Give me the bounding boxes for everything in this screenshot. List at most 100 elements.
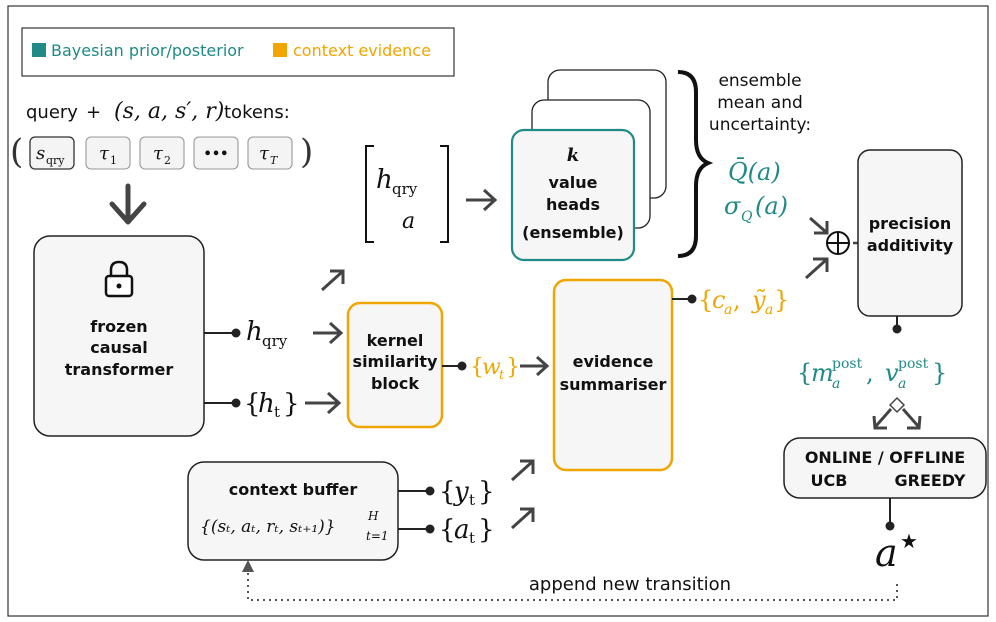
c-y-c-sub: a: [724, 302, 732, 318]
w-t-close: }: [506, 355, 520, 380]
decision-out-dot: [885, 521, 895, 531]
evidence-line-1: evidence: [573, 352, 654, 371]
tuple-text: (s, a, s′, r): [114, 99, 224, 124]
c-y-c: c: [712, 286, 725, 314]
buffer-sup: H: [367, 509, 379, 523]
token-ellipsis: [193, 136, 239, 170]
posterior-comma: ,: [866, 359, 874, 387]
buffer-formula: {(sₜ, aₜ, rₜ, sₜ₊₁)}: [200, 517, 336, 537]
kernel-line-1: kernel: [367, 331, 424, 350]
sigma-q-rest: (a): [755, 192, 788, 220]
h-qry-sub: qry: [262, 332, 288, 350]
h-t-sub: t: [274, 403, 280, 421]
h-qry-to-vector-arrow: [320, 269, 345, 292]
token-close-paren: ): [300, 132, 313, 172]
a-t-sub: t: [469, 529, 475, 547]
posterior-label: { m a post , v a post }: [797, 356, 947, 392]
c-y-dot: [687, 294, 697, 304]
token-tau-T: [247, 136, 293, 170]
vector-right-bracket: [440, 145, 449, 243]
c-y-comma: ,: [733, 286, 741, 314]
input-header: query + (s, a, s′, r) tokens:: [26, 99, 290, 124]
ensemble-brace: [677, 70, 714, 258]
legend: Bayesian prior/posterior context evidenc…: [21, 27, 455, 77]
buffer-title: context buffer: [229, 480, 358, 499]
tokens-word: tokens:: [224, 102, 290, 123]
token-row: ( s qry τ 1 τ 2 ••• τ T ): [10, 132, 313, 172]
precision-box: [857, 149, 963, 317]
append-loop-arrowhead: [242, 560, 254, 572]
token-tau-2-base: τ: [153, 143, 164, 164]
kernel-block: kernel similarity block: [346, 301, 444, 429]
posterior-v: v: [885, 359, 899, 387]
token-tau-1-base: τ: [99, 143, 110, 164]
kernel-line-2: similarity: [353, 352, 438, 371]
h-qry-to-kernel-arrow: [313, 321, 344, 345]
token-tau-2: [139, 136, 185, 170]
token-tau-2-sub: 2: [164, 154, 171, 167]
precision-block: precision additivity: [857, 149, 963, 317]
a-star-sup: ★: [900, 529, 918, 553]
heads-line-1: value: [549, 173, 598, 192]
token-tau-T-sub: T: [270, 154, 279, 167]
legend-context-swatch: [273, 43, 287, 57]
c-y-y: ỹ: [751, 286, 766, 314]
append-loop-line: [247, 566, 898, 601]
evidence-block: evidence summariser: [552, 278, 674, 472]
legend-prior-swatch: [32, 43, 46, 57]
input-vector: h qry a: [365, 145, 449, 243]
vector-h-sub: qry: [392, 180, 418, 198]
posterior-v-sup: post: [898, 356, 929, 372]
ensemble-note-line-2: mean and: [717, 93, 803, 113]
w-t-to-evidence-arrow: [520, 355, 550, 377]
buffer-sub: t=1: [366, 529, 389, 543]
vector-to-heads-arrow: [466, 188, 498, 212]
posterior-v-sub: a: [898, 376, 906, 392]
precision-out-dot: [892, 324, 902, 334]
evidence-to-oplus-arrow: [804, 257, 829, 280]
w-t-dot: [457, 361, 467, 371]
token-tau-1: [85, 136, 131, 170]
decision-line-1: ONLINE / OFFLINE: [805, 448, 965, 467]
decision-box: [783, 437, 987, 499]
posterior-open: {: [797, 359, 812, 387]
sigma-q-sub: Q: [741, 209, 753, 225]
y-t-close: }: [478, 477, 495, 507]
h-t-close: }: [283, 389, 300, 419]
heads-line-2: heads: [546, 195, 600, 214]
context-buffer-block: context buffer {(sₜ, aₜ, rₜ, sₜ₊₁)} H t=…: [187, 461, 399, 561]
value-heads: k value heads (ensemble): [510, 69, 667, 262]
y-t-sub: t: [469, 491, 475, 509]
plus-sign: +: [86, 102, 101, 123]
c-y-open: {: [698, 286, 713, 314]
a-star-base: a: [875, 531, 898, 575]
transformer-line-2: causal: [90, 338, 147, 357]
transformer-line-1: frozen: [90, 317, 147, 336]
token-s-qry: [29, 136, 75, 170]
append-label: append new transition: [529, 574, 731, 595]
decision-offline-sub: GREEDY: [894, 471, 965, 490]
decision-online-sub: UCB: [811, 471, 848, 490]
w-t-base: w: [482, 355, 501, 380]
ensemble-note-line-1: ensemble: [718, 71, 801, 91]
precision-line-2: additivity: [867, 236, 954, 255]
h-qry-dot: [231, 328, 241, 338]
posterior-m-sup: post: [832, 356, 863, 372]
oplus-symbol: ⊕: [826, 231, 850, 255]
posterior-m-sub: a: [832, 376, 840, 392]
h-t-dot: [231, 398, 241, 408]
heads-k: k: [567, 145, 579, 166]
vector-a: a: [402, 209, 415, 234]
legend-context-label: context evidence: [293, 41, 431, 60]
posterior-m: m: [811, 359, 834, 387]
evidence-line-2: summariser: [560, 375, 667, 394]
down-arrow: [109, 183, 147, 225]
kernel-line-3: block: [371, 374, 419, 393]
c-y-close: }: [774, 286, 789, 314]
y-t-dot: [425, 486, 435, 496]
lock-icon: [104, 260, 134, 298]
figure-frame: [7, 5, 989, 617]
token-s-qry-base: s: [36, 143, 45, 164]
ensemble-note-line-3: uncertainty:: [709, 115, 811, 135]
